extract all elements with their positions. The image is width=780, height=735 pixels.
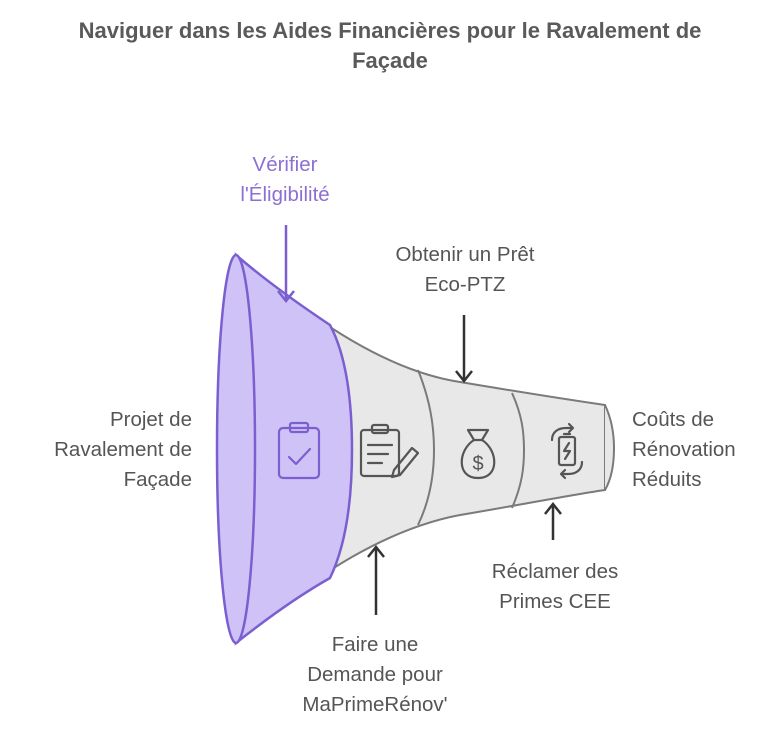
step-label-1: Vérifier l'Éligibilité — [240, 153, 330, 206]
arrow-step-3 — [455, 315, 473, 384]
diagram-title: Naviguer dans les Aides Financières pour… — [78, 18, 702, 73]
funnel-segment-1 — [234, 252, 354, 646]
clipboard-check-icon — [277, 421, 321, 480]
step-label-4: Réclamer des Primes CEE — [491, 560, 619, 613]
segment-divider-3 — [511, 392, 526, 509]
segment-divider-2 — [417, 369, 436, 526]
output-label: Coûts de Rénovation Réduits — [632, 408, 736, 491]
step-label-2: Faire une Demande pour MaPrimeRénov' — [302, 633, 448, 716]
funnel-end — [604, 404, 616, 491]
energy-refresh-icon — [550, 422, 584, 480]
funnel-mouth — [215, 253, 257, 645]
arrow-step-2 — [367, 544, 385, 615]
form-pen-icon — [359, 423, 420, 479]
arrow-step-4 — [544, 501, 562, 540]
money-bag-icon: $ — [460, 428, 496, 480]
svg-text:$: $ — [472, 453, 483, 475]
arrow-step-1 — [277, 225, 295, 304]
input-label: Projet de Ravalement de Façade — [54, 408, 192, 491]
step-label-3: Obtenir un Prêt Eco-PTZ — [395, 243, 535, 296]
